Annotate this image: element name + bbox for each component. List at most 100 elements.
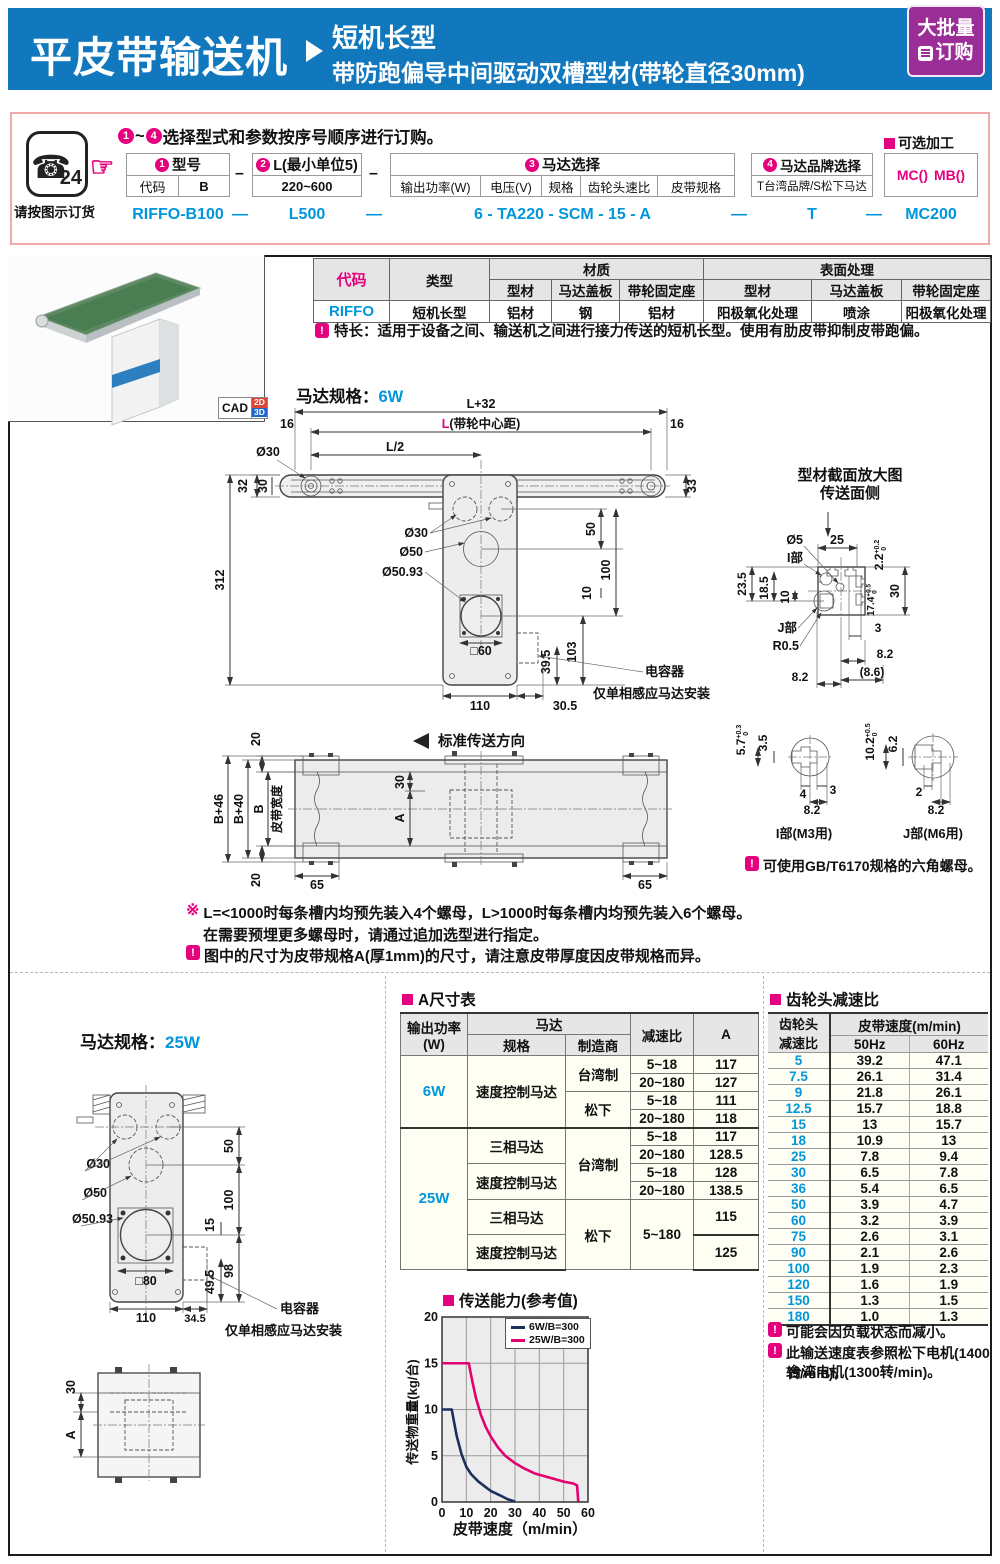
svg-text:Ø5: Ø5 <box>786 533 803 547</box>
svg-text:30: 30 <box>393 775 407 789</box>
bulk-order-badge: 大批量 订购 <box>907 5 985 77</box>
svg-text:传送面侧: 传送面侧 <box>819 484 880 502</box>
svg-text:10: 10 <box>580 586 594 600</box>
svg-text:L(带轮中心距): L(带轮中心距) <box>442 416 520 431</box>
svg-text:3.5: 3.5 <box>756 734 770 751</box>
svg-text:Ø50: Ø50 <box>399 545 423 559</box>
drawing-profile-section: 型材截面放大图 传送面侧 25 2.2+0.20 30 17.4+0.50 23… <box>734 466 963 841</box>
svg-text:Ø30: Ø30 <box>256 445 280 459</box>
order-motor-col1: 电压(V) <box>480 175 542 197</box>
legend-line-25w <box>511 1338 525 1342</box>
svg-text:20: 20 <box>249 873 263 887</box>
svg-text:30: 30 <box>508 1506 522 1520</box>
svg-text:Ø30: Ø30 <box>404 526 428 540</box>
phone-24-icon: ☎ 24 <box>26 131 88 197</box>
svg-text:17.4+0.50: 17.4+0.50 <box>866 583 879 616</box>
example-brand: T <box>807 206 817 223</box>
svg-text:0: 0 <box>431 1495 438 1509</box>
triangle-icon <box>306 40 323 62</box>
exclamation-icon: ! <box>315 323 329 338</box>
svg-text:B: B <box>252 804 266 813</box>
cad-2d: 2D <box>252 397 267 408</box>
svg-text:30: 30 <box>888 584 902 598</box>
svg-text:电容器: 电容器 <box>280 1301 320 1316</box>
profile-note: !可使用GB/T6170规格的六角螺母。 <box>745 856 982 876</box>
svg-text:30: 30 <box>64 1380 78 1394</box>
chart-title: 传送能力(参考值) <box>443 1289 578 1311</box>
svg-text:10.2+0.50: 10.2+0.50 <box>863 723 879 760</box>
order-motor-col0: 输出功率(W) <box>390 175 481 197</box>
svg-text:110: 110 <box>136 1311 156 1325</box>
spec-code: RIFFO <box>313 300 390 323</box>
svg-text:10: 10 <box>459 1506 473 1520</box>
svg-text:标准传送方向: 标准传送方向 <box>437 732 525 750</box>
svg-text:B+46: B+46 <box>212 794 226 824</box>
svg-text:传送物重量(kg/台): 传送物重量(kg/台) <box>405 1359 420 1465</box>
svg-text:10: 10 <box>778 590 792 604</box>
svg-text:65: 65 <box>310 878 324 892</box>
cad-3d: 3D <box>252 406 267 417</box>
svg-text:L/2: L/2 <box>386 440 404 454</box>
order-motor-col4: 皮带规格 <box>657 175 735 197</box>
order-caption: 请按图示订货 <box>14 205 95 220</box>
svg-text:23.5: 23.5 <box>735 572 749 596</box>
divider-horizontal <box>10 972 990 973</box>
svg-text:25: 25 <box>830 533 844 547</box>
spec-table: 代码 类型 材质 表面处理 型材 马达盖板 带轮固定座 型材 马达盖板 带轮固定… <box>313 258 991 323</box>
page-title: 平皮带输送机 <box>30 34 289 81</box>
svg-text:50: 50 <box>557 1506 571 1520</box>
a-table-title: A尺寸表 <box>402 988 476 1010</box>
drawing-plan-view: 标准传送方向 20 B+46 B+40 B 皮带宽度 <box>212 732 674 892</box>
square-icon <box>884 137 895 149</box>
chart-legend: 6W/B=300 25W/B=300 <box>505 1318 591 1349</box>
svg-text:Ø50.93: Ø50.93 <box>72 1212 113 1226</box>
product-photo-box <box>8 255 265 426</box>
divider-vertical-2 <box>763 976 764 1552</box>
svg-text:A: A <box>64 1430 78 1439</box>
order-model-code-value: B <box>178 175 230 197</box>
svg-text:R0.5: R0.5 <box>773 639 799 653</box>
order-brand-value: T台湾品牌/S松下马达 <box>751 175 873 197</box>
optional-title: 可选加工 <box>884 133 954 153</box>
svg-text:I部(M3用): I部(M3用) <box>776 826 832 841</box>
gear-note-2: !此输送速度表参照松下电机(1400转/min)， <box>768 1343 1000 1383</box>
svg-text:100: 100 <box>222 1190 236 1211</box>
svg-text:3: 3 <box>875 621 882 635</box>
header-banner: 平皮带输送机 短机长型 带防跑偏导中间驱动双槽型材(带轮直径30mm) <box>8 8 992 90</box>
svg-text:□80: □80 <box>135 1274 157 1288</box>
svg-text:8.2: 8.2 <box>928 803 945 817</box>
svg-text:I部: I部 <box>787 550 803 565</box>
drawing-25w-plan-view: 30 A <box>64 1364 205 1483</box>
svg-text:8.2: 8.2 <box>792 670 809 684</box>
svg-text:3: 3 <box>830 783 837 797</box>
svg-text:8.2: 8.2 <box>804 803 821 817</box>
svg-text:2.2+0.20: 2.2+0.20 <box>872 540 888 571</box>
svg-text:30.5: 30.5 <box>553 699 577 713</box>
svg-text:A: A <box>393 813 407 822</box>
step4-icon: 4 <box>145 128 162 144</box>
svg-text:Ø50.93: Ø50.93 <box>382 565 423 579</box>
svg-text:33: 33 <box>685 479 699 493</box>
svg-text:40: 40 <box>532 1506 546 1520</box>
note-belt-thickness: !图中的尺寸为皮带规格A(厚1mm)的尺寸，请注意皮带厚度因皮带规格而异。 <box>186 945 710 966</box>
order-model-code-label: 代码 <box>126 175 179 197</box>
motor-spec-25w-label: 马达规格：25W <box>80 1033 200 1052</box>
legend-line-6w <box>511 1325 525 1329</box>
svg-text:6.2: 6.2 <box>886 735 900 752</box>
svg-text:60: 60 <box>581 1506 595 1520</box>
svg-text:10: 10 <box>424 1403 438 1417</box>
example-model: RIFFO-B100 <box>132 206 224 223</box>
page-subtitle2: 带防跑偏导中间驱动双槽型材(带轮直径30mm) <box>332 60 805 86</box>
step1-icon: 1 <box>118 128 134 144</box>
svg-text:20: 20 <box>249 732 263 746</box>
order-length-value: 220~600 <box>252 175 362 197</box>
svg-text:仅单相感应马达安装: 仅单相感应马达安装 <box>224 1323 342 1338</box>
example-optional: MC200 <box>905 206 957 223</box>
